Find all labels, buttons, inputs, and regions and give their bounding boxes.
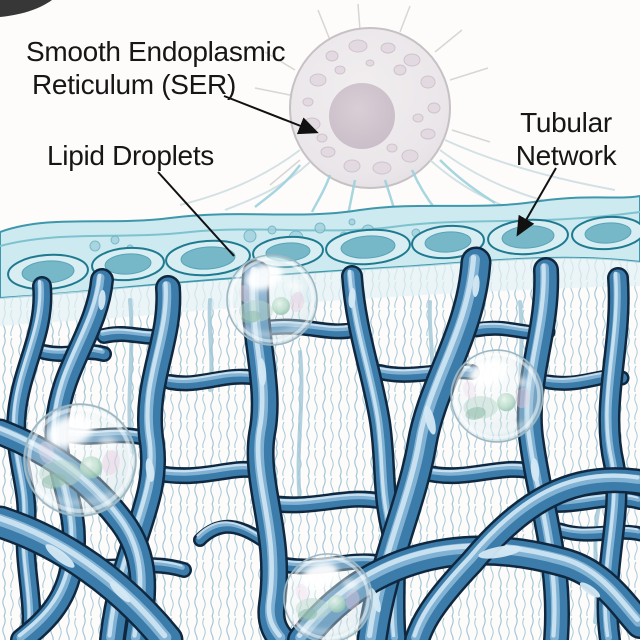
ser-label-line1: Smooth Endoplasmic — [26, 36, 286, 67]
tubule-path — [0, 515, 168, 639]
tubule-path — [556, 524, 639, 531]
lipid-droplet-4 — [284, 554, 372, 640]
tubule-path — [556, 525, 640, 534]
tubule-path — [196, 522, 263, 540]
annotation-arrows — [157, 95, 557, 257]
tubule-path — [420, 463, 533, 473]
tubule-path — [12, 280, 42, 637]
membrane-pore — [411, 224, 485, 260]
tubule-path — [196, 521, 261, 537]
cell-body — [179, 3, 616, 216]
cell-spots — [302, 39, 441, 175]
lipid-droplets-label: Lipid Droplets — [47, 139, 214, 172]
lipid-droplet-3 — [451, 350, 543, 442]
tubule-path — [419, 464, 536, 476]
tubule-path — [250, 267, 282, 638]
tubule-path — [164, 371, 264, 389]
tubule-network — [0, 246, 640, 640]
tubular-network-label: Tubular Network — [498, 106, 634, 172]
membrane-pores — [7, 215, 640, 291]
ser-label-line2: Reticulum (SER) — [32, 69, 236, 100]
membrane-pore — [571, 215, 640, 251]
radiating-fibers — [254, 3, 491, 186]
tubular-arrow — [516, 167, 557, 237]
tubule-path — [555, 525, 640, 540]
lipid-droplet-1 — [227, 255, 317, 345]
ser-label: Smooth Endoplasmic Reticulum (SER) — [26, 35, 285, 101]
cell-strands — [179, 139, 616, 216]
membrane-pore — [487, 218, 569, 256]
lipid-leader-line — [157, 171, 235, 257]
tubule-path — [412, 473, 640, 638]
lipid-droplet-2 — [24, 404, 136, 516]
membrane-pore — [325, 228, 411, 266]
ser-arrow — [223, 95, 319, 135]
tubule-path — [166, 371, 257, 380]
lipid-label-text: Lipid Droplets — [47, 140, 214, 171]
tubule-gloss — [45, 275, 601, 613]
tubular-label-line1: Tubular — [520, 107, 612, 138]
corner-artifact — [0, 0, 52, 17]
tubular-label-line2: Network — [515, 140, 617, 171]
membrane-pore — [7, 253, 89, 291]
nucleolus — [329, 83, 395, 149]
tubule-path — [166, 371, 259, 384]
tubule-path — [107, 281, 168, 638]
